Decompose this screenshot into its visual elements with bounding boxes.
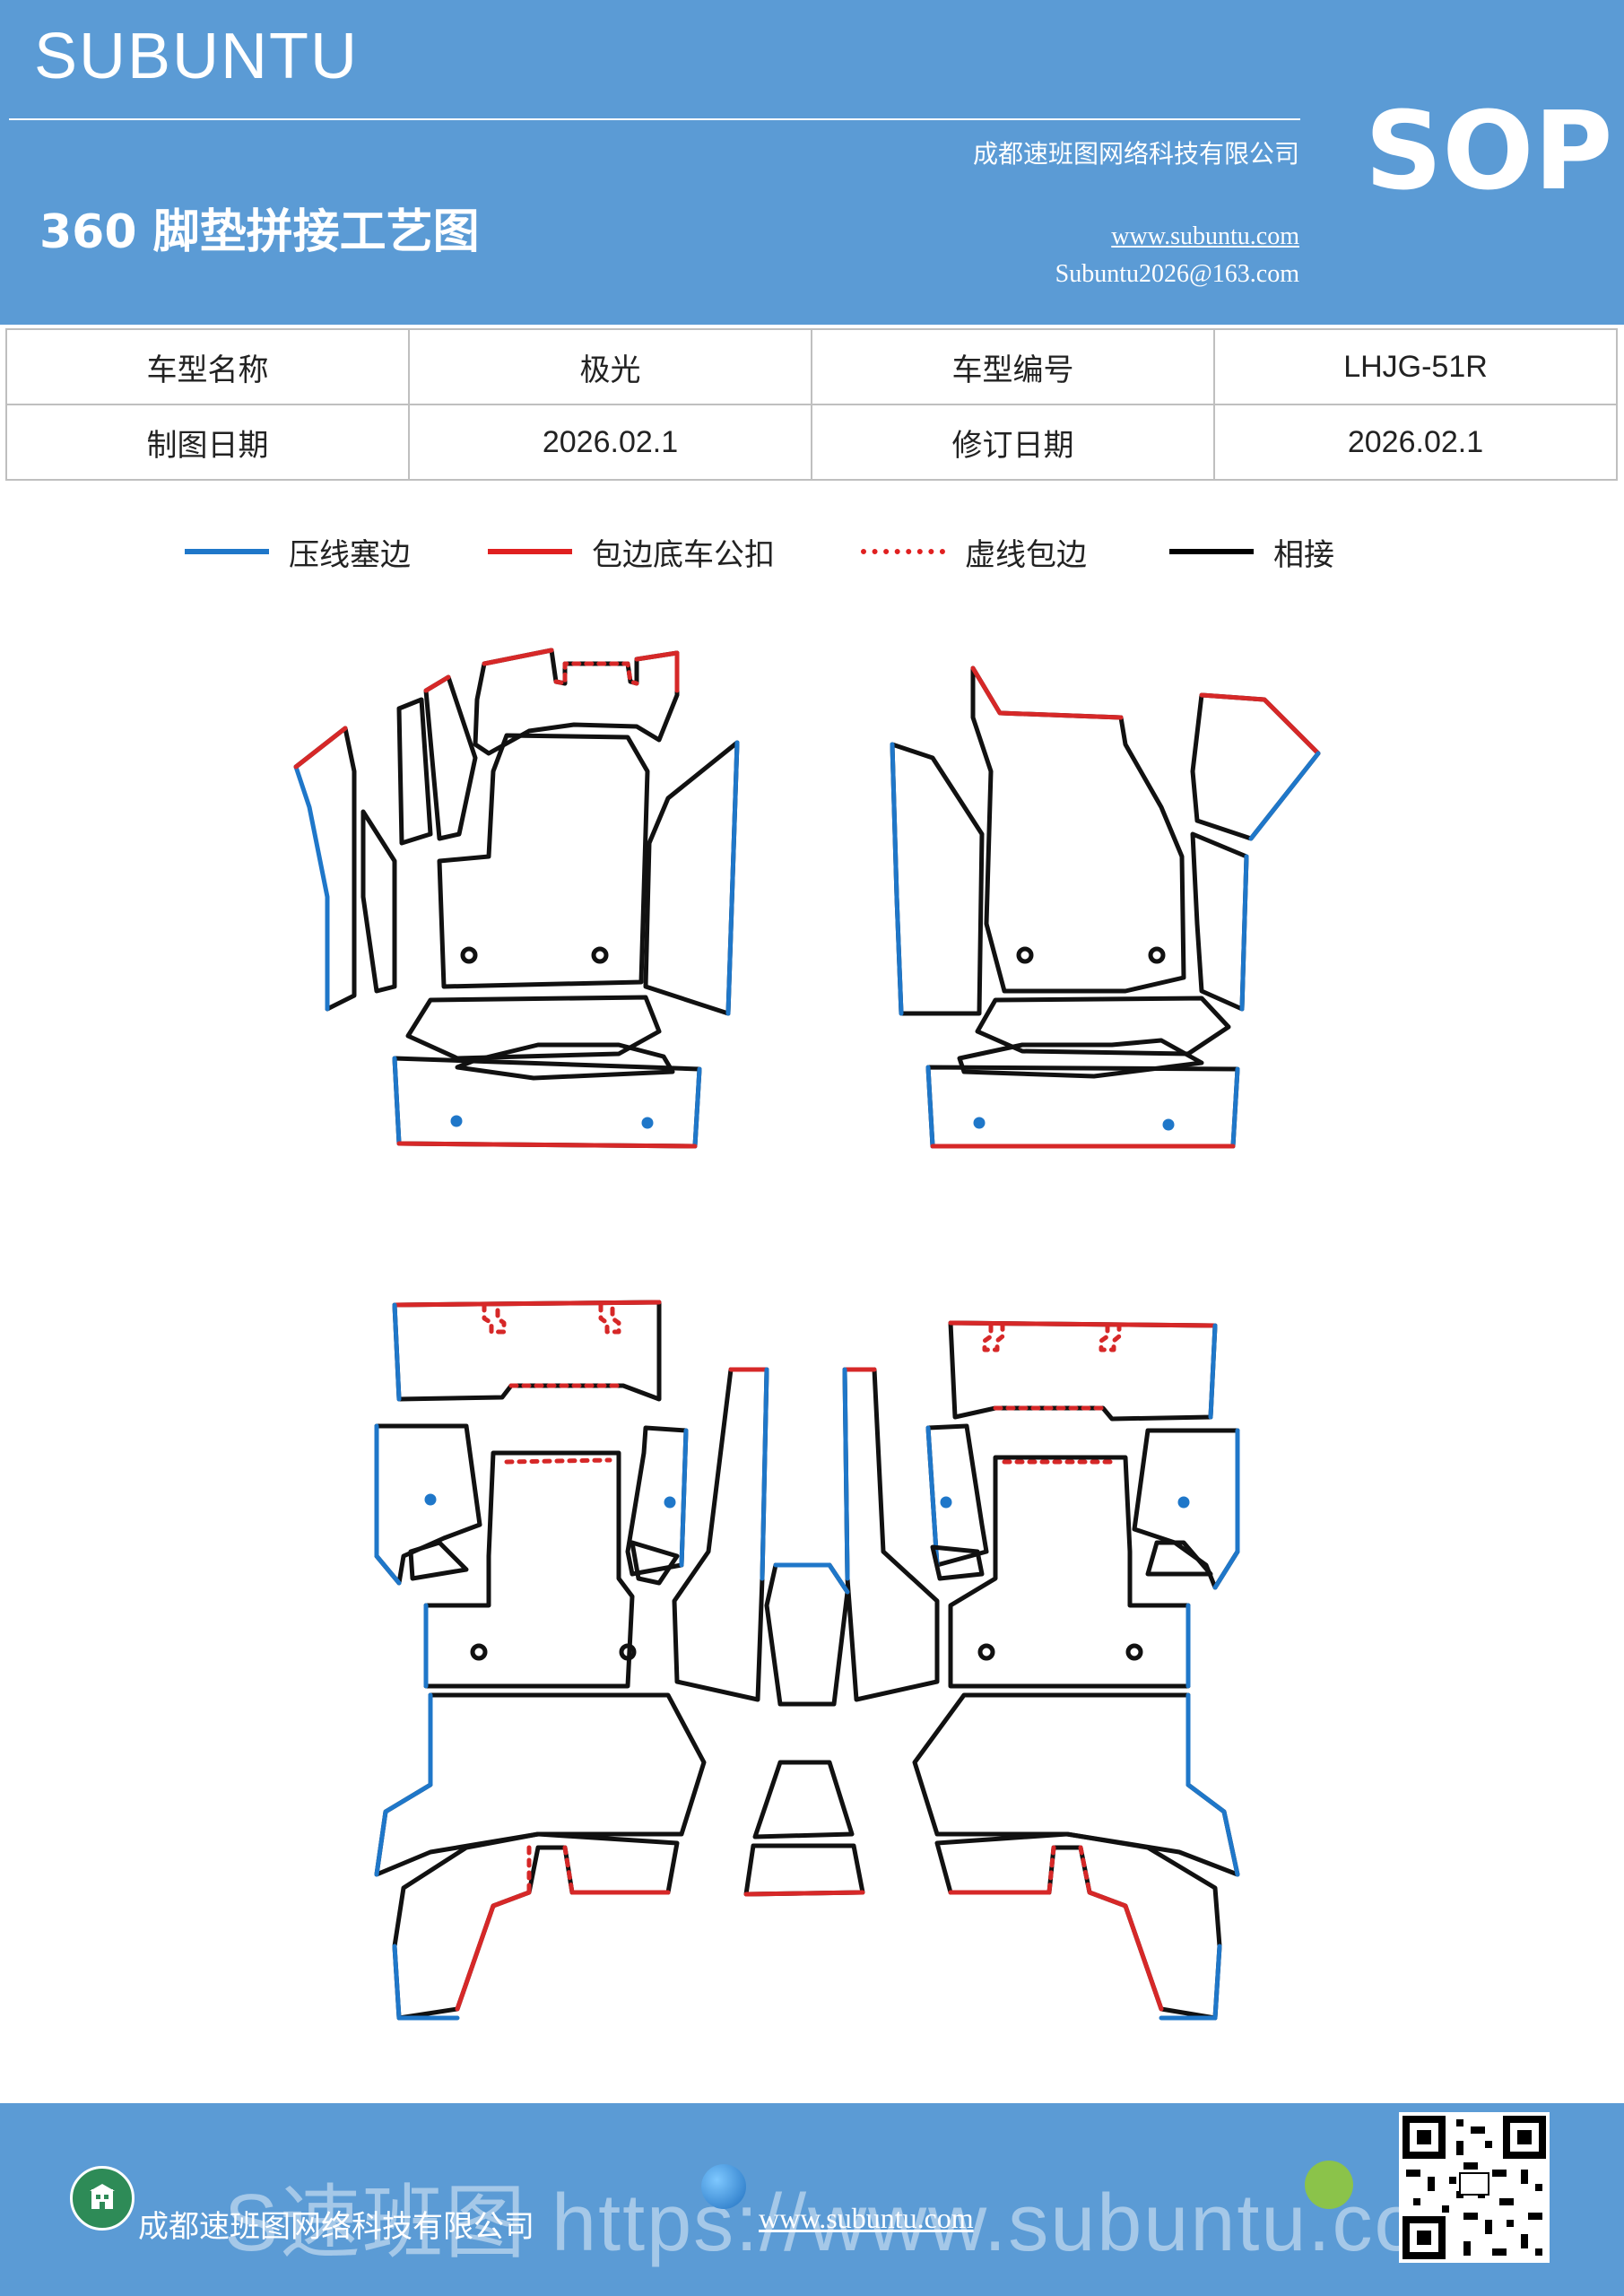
legend-label: 包边底车公扣 bbox=[592, 536, 775, 573]
legend-item: 相接 bbox=[1169, 529, 1334, 574]
header-divider bbox=[9, 118, 1300, 120]
page-header: SUBUNTU 成都速班图网络科技有限公司 360 脚垫拼接工艺图 www.su… bbox=[0, 0, 1624, 325]
red-line-swatch bbox=[488, 549, 572, 554]
table-cell: 车型名称 bbox=[5, 328, 410, 405]
table-cell: 制图日期 bbox=[5, 404, 410, 481]
rear-left-mat-group bbox=[374, 1300, 707, 2021]
table-cell: LHJG-51R bbox=[1213, 328, 1618, 405]
building-icon bbox=[70, 2166, 135, 2231]
front-left-mat-group bbox=[293, 648, 740, 1149]
page-footer: S速班图 https://www.subuntu.com 成都速班图网络科技有限… bbox=[0, 2103, 1624, 2296]
legend-label: 相接 bbox=[1273, 536, 1334, 573]
black-line-swatch bbox=[1169, 549, 1254, 554]
qr-code-glyph bbox=[1403, 2116, 1546, 2259]
company-name: 成都速班图网络科技有限公司 bbox=[972, 139, 1299, 169]
footer-company-name: 成都速班图网络科技有限公司 bbox=[138, 2209, 534, 2245]
table-cell: 车型编号 bbox=[811, 328, 1215, 405]
edge-legend: 压线塞边 包边底车公扣 虚线包边 相接 bbox=[0, 529, 1624, 574]
document-title: 360 脚垫拼接工艺图 bbox=[39, 205, 480, 259]
legend-label: 压线塞边 bbox=[289, 536, 411, 573]
rear-right-mat-group bbox=[912, 1320, 1240, 2021]
footer-watermark: S速班图 https://www.subuntu.com bbox=[224, 2179, 1490, 2268]
rear-center-mat-group bbox=[672, 1367, 940, 1897]
sop-badge: SOP bbox=[1365, 90, 1613, 214]
globe-icon bbox=[701, 2164, 746, 2209]
qr-code-icon bbox=[1399, 2112, 1550, 2263]
table-cell: 极光 bbox=[408, 328, 812, 405]
table-cell: 2026.02.1 bbox=[1213, 404, 1618, 481]
building-glyph bbox=[90, 2184, 115, 2209]
blue-line-swatch bbox=[185, 549, 269, 554]
legend-item: 虚线包边 bbox=[861, 529, 1087, 574]
table-row: 制图日期 2026.02.1 修订日期 2026.02.1 bbox=[5, 404, 1618, 481]
footer-website-link[interactable]: www.subuntu.com bbox=[759, 2202, 974, 2234]
brand-logo-text: SUBUNTU bbox=[34, 21, 360, 92]
website-link[interactable]: www.subuntu.com bbox=[1111, 222, 1299, 250]
red-dotted-swatch bbox=[861, 549, 945, 554]
legend-item: 包边底车公扣 bbox=[488, 529, 775, 574]
vehicle-info-table: 车型名称 极光 车型编号 LHJG-51R 制图日期 2026.02.1 修订日… bbox=[5, 328, 1618, 481]
table-cell: 修订日期 bbox=[811, 404, 1215, 481]
table-row: 车型名称 极光 车型编号 LHJG-51R bbox=[5, 328, 1618, 405]
legend-item: 压线塞边 bbox=[185, 529, 411, 574]
legend-label: 虚线包边 bbox=[965, 536, 1087, 573]
email-address: Subuntu2026@163.com bbox=[1055, 260, 1299, 288]
front-right-mat-group bbox=[890, 665, 1321, 1149]
wechat-icon bbox=[1305, 2161, 1353, 2209]
table-cell: 2026.02.1 bbox=[408, 404, 812, 481]
